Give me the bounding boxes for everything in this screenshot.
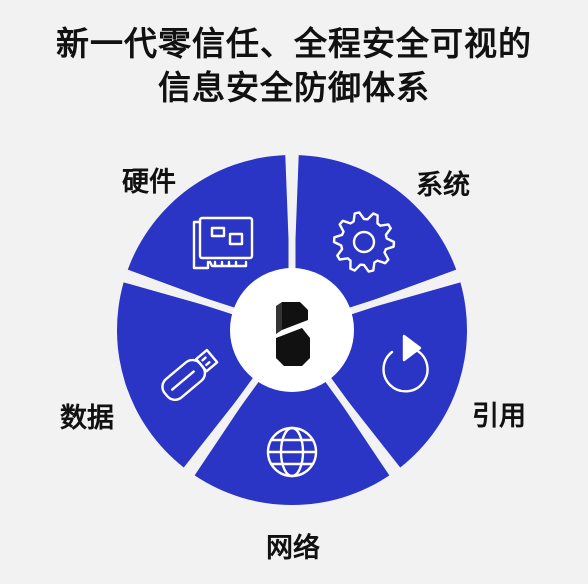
title-line-2: 信息安全防御体系 — [158, 68, 430, 107]
usb-drive-icon — [161, 348, 219, 402]
segment-label-reference: 引用 — [472, 401, 526, 432]
segment-label-hardware: 硬件 — [122, 167, 176, 198]
title-line-1: 新一代零信任、全程安全可视的 — [56, 24, 532, 63]
circuit-board-icon — [192, 216, 254, 270]
center-circle — [230, 268, 354, 392]
segment-label-network: 网络 — [266, 533, 320, 564]
refresh-arrow-icon — [382, 334, 429, 393]
gear-icon — [332, 211, 396, 273]
cube-logo-icon — [276, 302, 310, 366]
globe-icon — [266, 426, 318, 478]
segment-label-data: 数据 — [60, 403, 114, 434]
segment-label-system: 系统 — [416, 170, 470, 201]
segment-network — [194, 330, 390, 505]
